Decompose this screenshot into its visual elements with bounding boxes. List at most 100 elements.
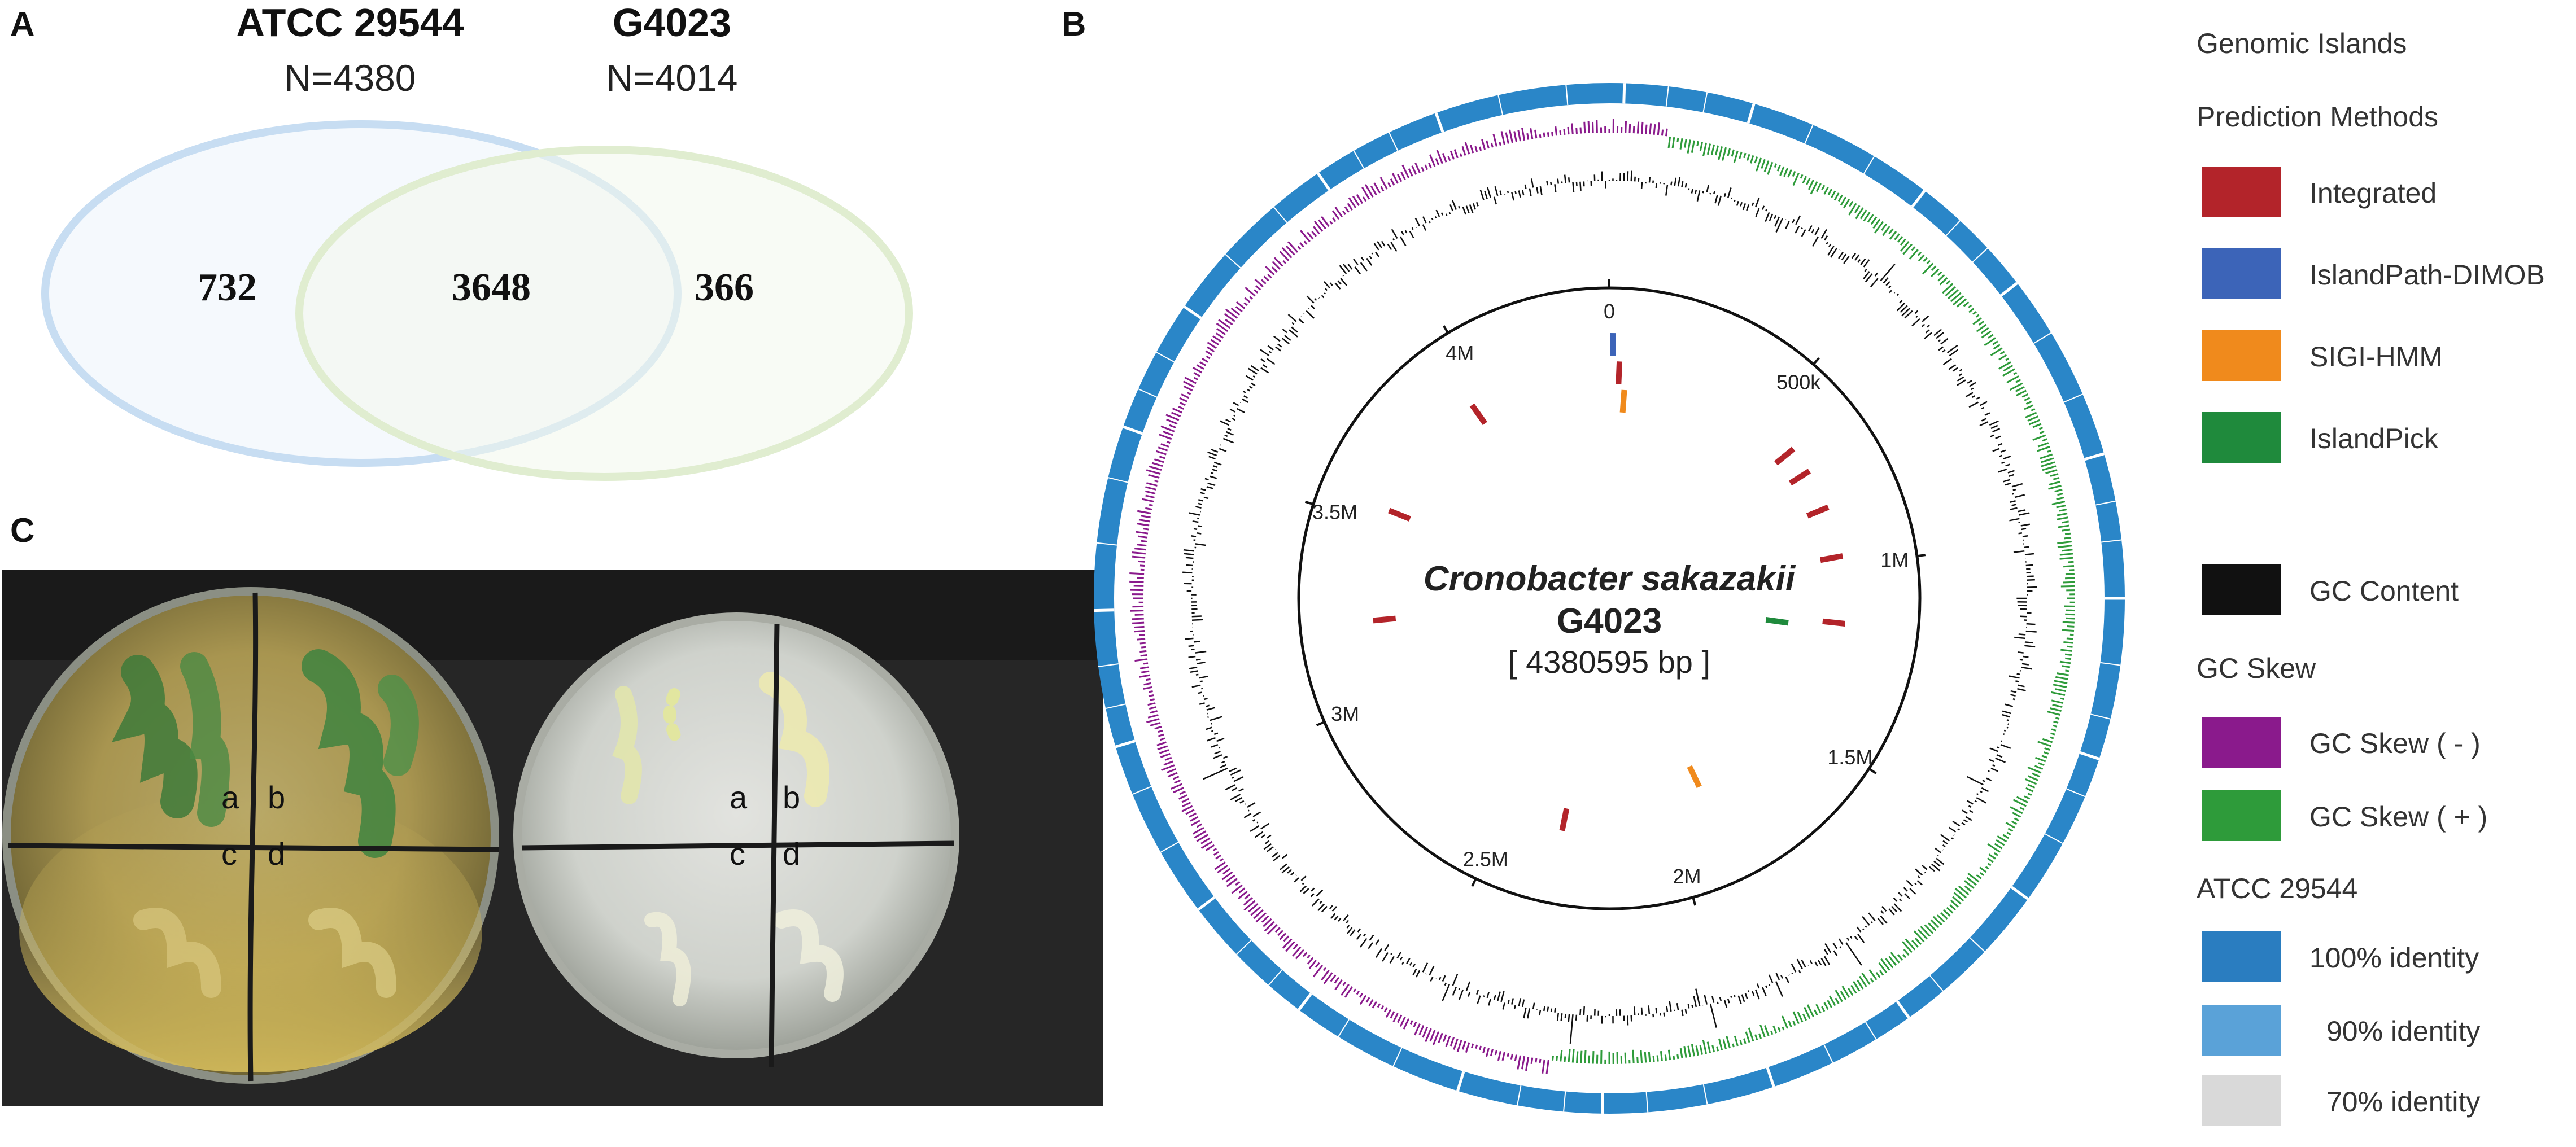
gc-skew-bar xyxy=(1743,152,1747,159)
gc-skew-bar xyxy=(1149,710,1158,714)
gc-content-bar xyxy=(1486,991,1490,999)
gc-skew-bar xyxy=(1265,266,1275,275)
gc-content-bar xyxy=(1467,992,1471,997)
island-mark xyxy=(1616,361,1623,384)
gc-content-bar xyxy=(1353,259,1359,265)
gc-skew-bar xyxy=(1804,1006,1811,1019)
gc-content-bar xyxy=(1946,344,1958,354)
gc-skew-bar xyxy=(1134,548,1146,551)
gc-content-bar xyxy=(1762,205,1765,210)
plates-illustration xyxy=(2,570,1103,1106)
gc-skew-bar xyxy=(1872,218,1881,229)
gc-skew-bar xyxy=(1718,146,1723,160)
gc-content-bar xyxy=(1233,776,1244,782)
gc-content-bar xyxy=(1981,418,1987,422)
gc-skew-bar xyxy=(1882,226,1890,237)
gc-skew-bar xyxy=(1191,820,1200,826)
gc-skew-bar xyxy=(1861,972,1871,985)
gc-skew-bar xyxy=(1403,1018,1410,1030)
gc-content-bar xyxy=(1942,358,1952,365)
gc-skew-track xyxy=(1129,119,2075,1074)
gc-skew-bar xyxy=(1163,760,1173,766)
legend-item-100-identity: 100% identity xyxy=(2197,931,2569,982)
gc-skew-bar xyxy=(1501,1052,1505,1061)
gc-skew-bar xyxy=(1691,1044,1695,1057)
gc-content-bar xyxy=(1390,242,1398,252)
gc-content-bar xyxy=(1627,171,1629,181)
gc-content-bar xyxy=(1183,549,1194,552)
gc-skew-bar xyxy=(1279,251,1290,261)
gc-skew-bar xyxy=(1381,1005,1385,1010)
legend-swatch-gc-content xyxy=(2202,564,2281,615)
gc-content-bar xyxy=(1209,716,1223,721)
gc-content-bar xyxy=(1795,226,1800,234)
gc-skew-bar xyxy=(1137,638,1146,641)
gc-skew-bar xyxy=(1928,922,1937,931)
gc-skew-bar xyxy=(1254,278,1264,288)
gc-content-bar xyxy=(1952,367,1958,372)
gc-skew-bar xyxy=(1949,904,1957,911)
gc-skew-bar xyxy=(1858,975,1867,987)
gc-skew-bar xyxy=(1218,319,1231,329)
gc-skew-bar xyxy=(1807,179,1815,190)
gc-skew-bar xyxy=(1334,979,1343,991)
gc-content-bar xyxy=(1809,960,1813,964)
set1-count: N=4380 xyxy=(284,57,416,99)
gc-skew-bar xyxy=(1987,863,1992,866)
gc-skew-bar xyxy=(1347,203,1353,211)
gc-content-bar xyxy=(1791,973,1793,974)
gc-skew-bar xyxy=(1244,894,1251,900)
gc-skew-bar xyxy=(1321,216,1330,227)
gc-content-bar xyxy=(1988,759,1994,763)
gc-skew-bar xyxy=(1225,318,1233,326)
gc-skew-bar xyxy=(1213,851,1219,856)
gc-skew-bar xyxy=(1979,872,1985,876)
gc-content-bar xyxy=(1411,227,1414,230)
gc-skew-bar xyxy=(2041,457,2054,463)
gc-skew-bar xyxy=(1534,129,1538,139)
gc-skew-bar xyxy=(1583,121,1586,134)
gc-skew-bar xyxy=(1706,1041,1711,1053)
gc-content-bar xyxy=(1888,285,1892,288)
gc-content-bar xyxy=(1981,406,1985,410)
gc-skew-bar xyxy=(1474,146,1478,152)
gc-skew-bar xyxy=(1292,946,1302,957)
gc-content-bar xyxy=(1230,769,1241,776)
gc-skew-bar xyxy=(1139,666,1149,669)
tick-mark xyxy=(1471,878,1477,887)
gc-skew-bar xyxy=(1192,826,1204,835)
gc-skew-bar xyxy=(2065,573,2075,576)
gc-content-bar xyxy=(1940,834,1950,842)
gc-content-bar xyxy=(2000,743,2011,749)
gc-skew-bar xyxy=(1649,123,1652,135)
gc-content-bar xyxy=(1404,230,1408,234)
gc-content-bar xyxy=(1841,253,1847,261)
gc-skew-bar xyxy=(1154,725,1162,730)
gc-skew-bar xyxy=(1392,173,1399,184)
gc-content-bar xyxy=(1751,990,1755,996)
gc-skew-bar xyxy=(1140,654,1147,657)
gc-skew-bar xyxy=(1718,1038,1723,1050)
gc-skew-bar xyxy=(1178,406,1184,410)
gc-skew-bar xyxy=(1409,1020,1413,1025)
gc-content-bar xyxy=(1546,181,1548,186)
gc-skew-bar xyxy=(1214,861,1226,870)
gc-skew-bar xyxy=(2034,765,2044,770)
legend-head-prediction-methods: Prediction Methods xyxy=(2197,101,2439,133)
gc-skew-bar xyxy=(1182,380,1195,388)
gc-skew-bar xyxy=(1302,952,1308,957)
reference-identity-ring xyxy=(1094,83,2125,1114)
gc-content-bar xyxy=(1801,229,1806,237)
gc-skew-bar xyxy=(1942,283,1954,294)
gc-skew-bar xyxy=(1954,887,1967,899)
gc-skew-bar xyxy=(2016,389,2027,396)
gc-skew-bar xyxy=(1224,313,1235,322)
gc-content-bar xyxy=(1691,1005,1693,1008)
gc-content-bar xyxy=(1212,465,1218,468)
gc-skew-bar xyxy=(2065,613,2075,616)
gc-content-bar xyxy=(1775,981,1783,997)
reference-ring-gap xyxy=(1225,253,1241,269)
gc-content-bar xyxy=(1306,310,1315,319)
gc-content-bar xyxy=(1899,300,1903,304)
gc-skew-bar xyxy=(1456,1039,1462,1052)
